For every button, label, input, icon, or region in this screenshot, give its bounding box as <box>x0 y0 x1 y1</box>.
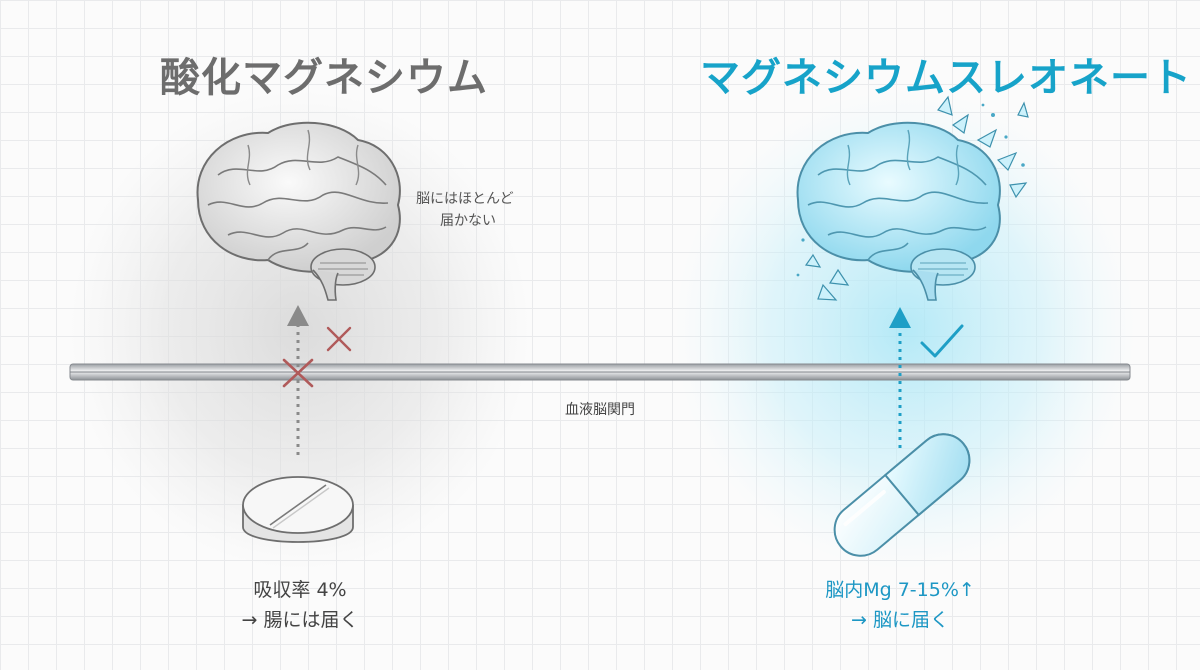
right-background-cloud <box>675 90 1135 570</box>
right-title: マグネシウムスレオネート <box>700 55 1192 101</box>
left-caption-line: → 腸には届く <box>241 609 359 631</box>
cross-icon <box>326 326 352 352</box>
check-icon <box>920 324 964 358</box>
left-background-cloud <box>70 90 530 570</box>
brain-icon <box>196 121 401 301</box>
arrow-up-icon <box>287 305 309 455</box>
right-caption-line: 脳内Mg 7-15%↑ <box>825 579 975 601</box>
tablet-icon <box>242 476 354 543</box>
glowing-brain-icon <box>796 95 1029 301</box>
barrier-label: 血液脳関門 <box>565 402 635 418</box>
crystal-shards <box>804 95 1029 301</box>
capsule-icon <box>833 433 971 557</box>
left-note: 脳にはほとんど 届かない <box>416 188 514 232</box>
left-note-line: 届かない <box>440 213 496 229</box>
cross-icon <box>282 358 314 388</box>
arrow-up-icon <box>889 307 911 448</box>
left-caption-line: 吸収率 4% <box>253 579 347 601</box>
left-caption: 吸収率 4% → 腸には届く <box>180 575 420 635</box>
left-title: 酸化マグネシウム <box>160 55 488 101</box>
right-caption-line: → 脳に届く <box>851 609 949 631</box>
right-caption: 脳内Mg 7-15%↑ → 脳に届く <box>780 575 1020 635</box>
left-note-line: 脳にはほとんど <box>416 191 514 207</box>
